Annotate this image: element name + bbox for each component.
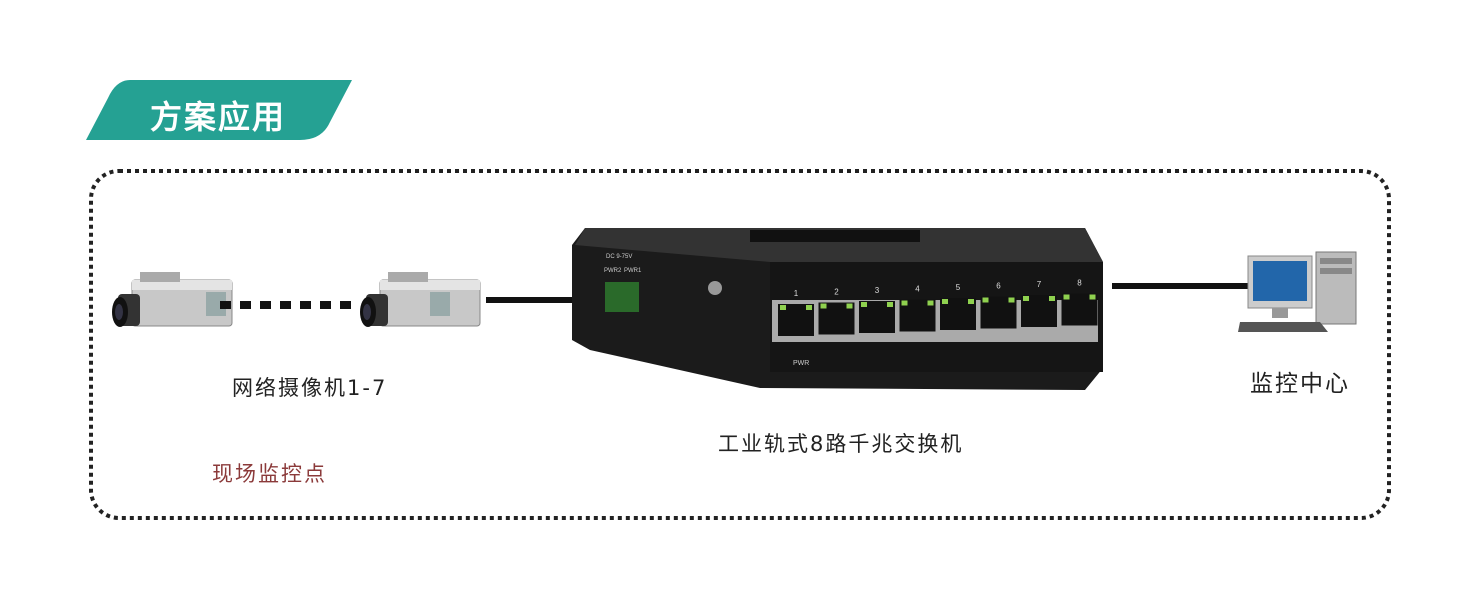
port-number: 2 xyxy=(834,288,839,297)
led-indicator xyxy=(1023,296,1029,301)
rj45-port: 5 xyxy=(940,283,976,330)
power-input-label-pwr2: PWR2 xyxy=(604,268,622,274)
camera-icon xyxy=(360,272,481,327)
led-indicator xyxy=(806,305,812,310)
port-number: 8 xyxy=(1077,279,1082,288)
rj45-port: 8 xyxy=(1061,279,1098,326)
led-indicator xyxy=(861,302,867,307)
led-indicator xyxy=(982,297,989,303)
rj45-port: 7 xyxy=(1021,280,1057,327)
port-number: 1 xyxy=(794,289,799,298)
led-indicator xyxy=(820,303,827,309)
switch-label: 工业轨式8路千兆交换机 xyxy=(718,432,964,456)
rj45-port: 4 xyxy=(899,285,936,332)
led-indicator xyxy=(942,299,948,304)
voltage-label: DC 9-75V xyxy=(606,254,633,260)
power-input-label-pwr1: PWR1 xyxy=(624,268,642,274)
port-number: 5 xyxy=(956,283,961,292)
computer-icon xyxy=(1238,251,1357,332)
led-indicator xyxy=(1063,294,1070,300)
led-indicator xyxy=(927,300,934,306)
center-label: 监控中心 xyxy=(1250,371,1350,397)
rj45-port: 2 xyxy=(818,288,855,335)
camera-icon xyxy=(112,272,233,327)
port-number: 3 xyxy=(875,286,880,295)
site-label: 现场监控点 xyxy=(212,462,327,486)
rj45-port: 1 xyxy=(778,289,814,336)
switch-ports: 1 2 3 4 5 6 7 8 xyxy=(778,279,1098,336)
led-indicator xyxy=(846,303,853,309)
led-indicator xyxy=(901,300,908,306)
camera-label: 网络摄像机1-7 xyxy=(232,376,388,400)
port-number: 7 xyxy=(1037,280,1042,289)
site-boundary xyxy=(89,169,1391,520)
section-banner xyxy=(86,80,352,140)
section-title: 方案应用 xyxy=(150,98,287,136)
port-number: 4 xyxy=(915,285,920,294)
pwr-label: PWR xyxy=(793,360,810,367)
led-indicator xyxy=(887,302,893,307)
rj45-port: 3 xyxy=(859,286,895,333)
led-indicator xyxy=(1089,294,1096,300)
led-indicator xyxy=(1008,297,1015,303)
led-indicator xyxy=(968,299,974,304)
led-indicator xyxy=(1049,296,1055,301)
led-indicator xyxy=(780,305,786,310)
port-number: 6 xyxy=(996,282,1001,291)
rj45-port: 6 xyxy=(980,282,1017,329)
